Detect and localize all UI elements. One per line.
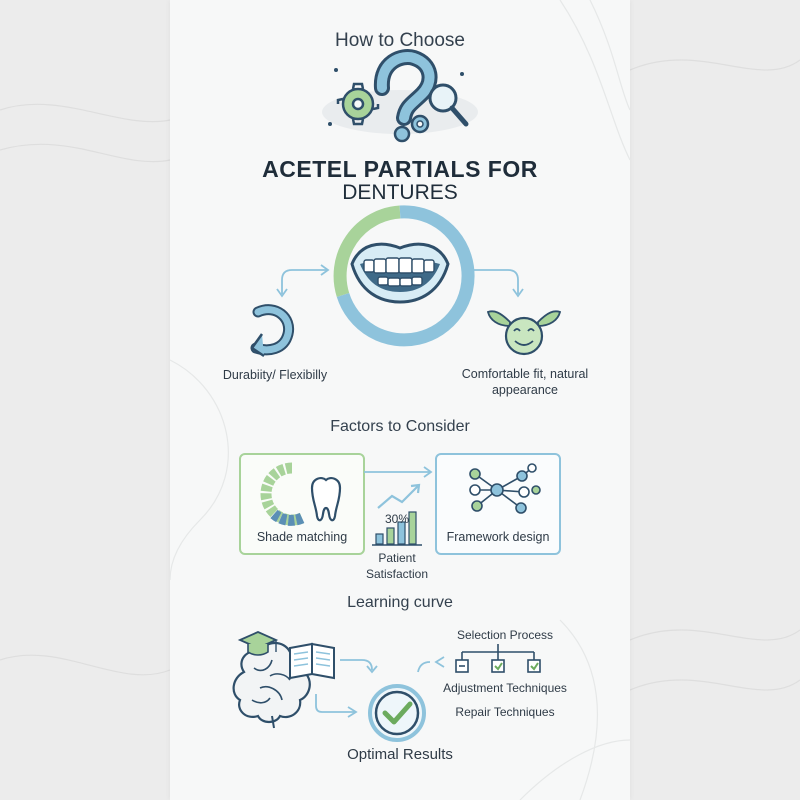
optimal-results-label: Optimal Results bbox=[347, 746, 453, 763]
subtitle-top: How to Choose bbox=[335, 30, 465, 51]
flexible-partial-icon bbox=[250, 304, 295, 358]
adjustment-techniques-label: Adjustment Techniques bbox=[443, 681, 567, 695]
learning-heading: Learning curve bbox=[347, 594, 453, 611]
check-circle-icon bbox=[368, 684, 426, 742]
factors-heading: Factors to Consider bbox=[330, 418, 470, 435]
selection-process-label: Selection Process bbox=[456, 628, 554, 642]
satisfaction-bar-icon bbox=[372, 483, 422, 546]
brain-cap-book-icon bbox=[232, 631, 335, 729]
framework-design-label: Framework design bbox=[446, 530, 550, 544]
satisfaction-percent: 30% bbox=[384, 512, 410, 526]
top-arrows bbox=[276, 264, 524, 298]
selection-tree-icon bbox=[455, 644, 541, 673]
page-title-line2: DENTURES bbox=[342, 181, 458, 204]
framework-design-box bbox=[435, 453, 561, 555]
question-gears-icon bbox=[322, 49, 478, 143]
shade-wheel-icon bbox=[260, 462, 305, 526]
factors-arrow bbox=[364, 466, 433, 478]
comfort-label: Comfortable fit, natural appearance bbox=[461, 367, 589, 397]
durability-label: Durabiity/ Flexibilly bbox=[222, 368, 328, 382]
network-icon bbox=[469, 463, 541, 514]
page-title: ACETEL PARTIALS FOR bbox=[262, 156, 538, 182]
repair-techniques-label: Repair Techniques bbox=[455, 705, 555, 719]
shade-matching-label: Shade matching bbox=[256, 530, 348, 544]
happy-leaf-face-icon bbox=[486, 310, 562, 356]
learning-arrows bbox=[315, 656, 445, 718]
smile-ring-icon bbox=[333, 205, 475, 347]
tooth-icon bbox=[310, 477, 342, 522]
patient-satisfaction-label: Patient Satisfaction bbox=[365, 551, 429, 581]
